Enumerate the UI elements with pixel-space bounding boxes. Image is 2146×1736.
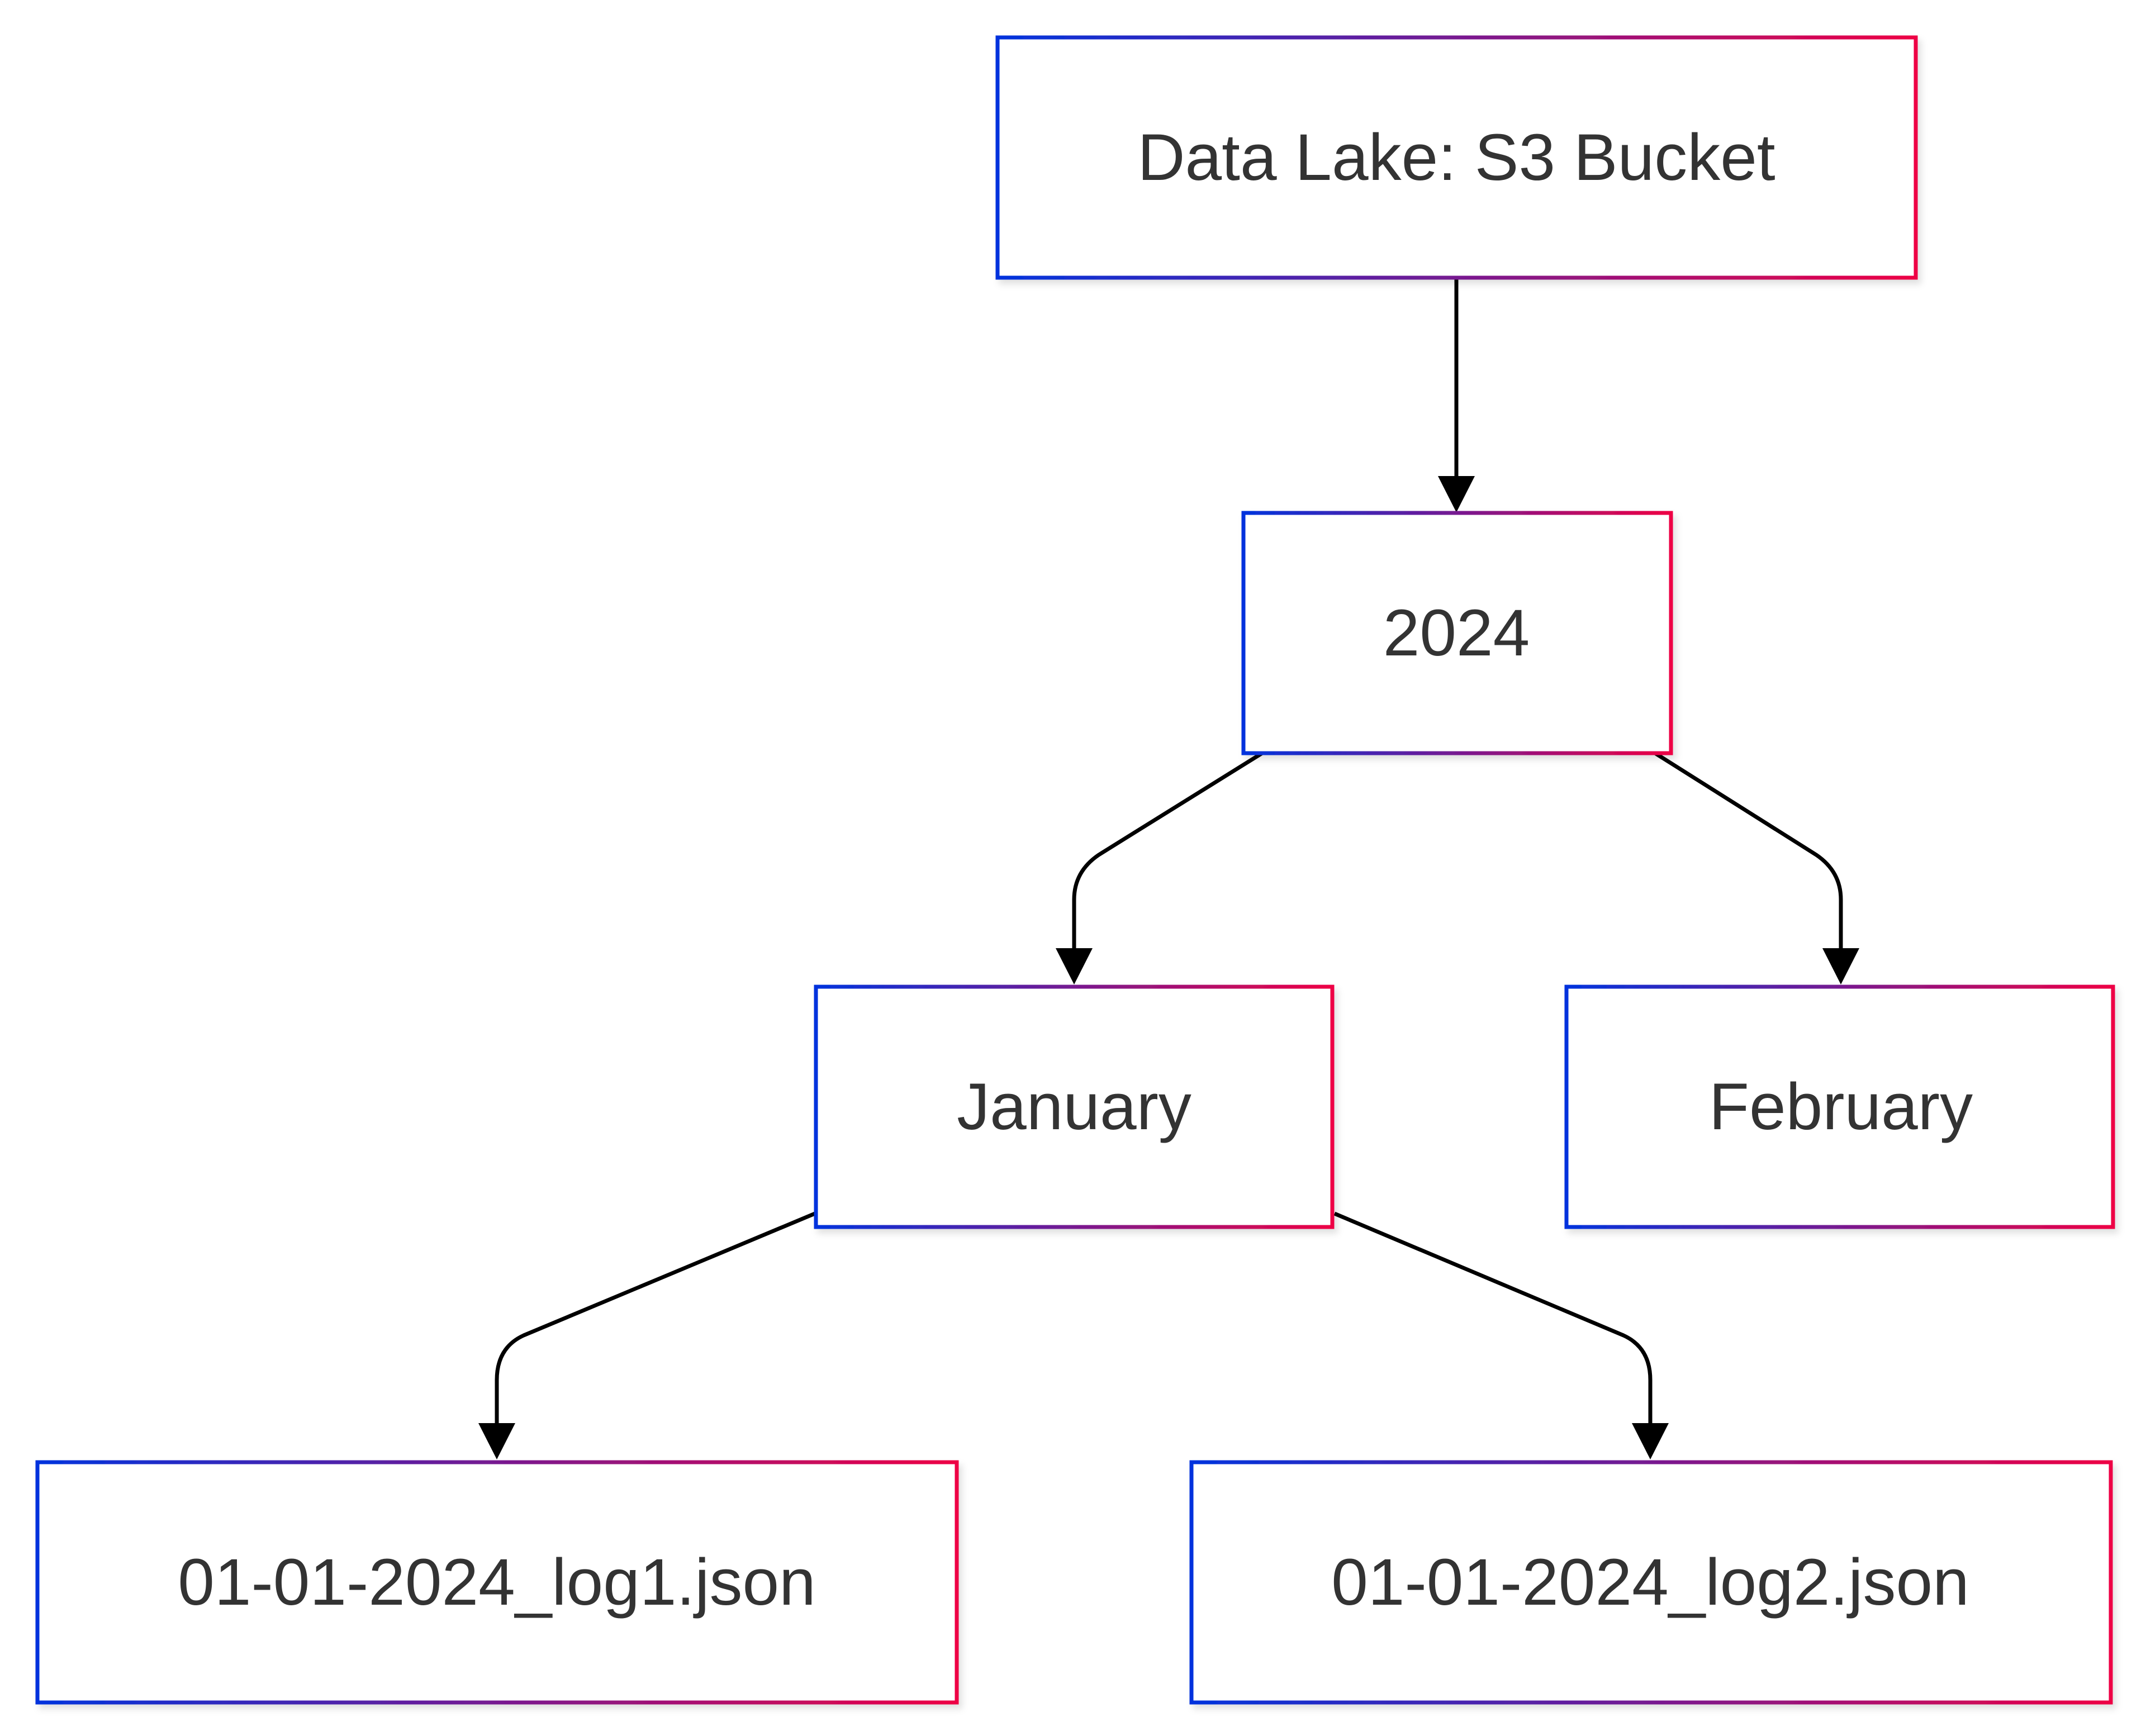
- arrowhead-january: [1056, 948, 1093, 984]
- arrowhead-log1: [478, 1423, 515, 1459]
- edges: [495, 279, 1843, 1425]
- node-label-february: February: [1709, 1070, 1973, 1144]
- node-log1[interactable]: 01-01-2024_log1.json: [35, 1460, 959, 1705]
- edge-2024-to-february: [1653, 751, 1843, 950]
- node-label-data-lake: Data Lake: S3 Bucket: [1137, 121, 1775, 194]
- node-data-lake[interactable]: Data Lake: S3 Bucket: [995, 35, 1918, 280]
- node-label-january: January: [957, 1070, 1191, 1144]
- arrowheads: [478, 476, 1859, 1459]
- edge-january-to-log2: [1333, 1211, 1653, 1425]
- node-2024[interactable]: 2024: [1241, 511, 1673, 755]
- node-label-2024: 2024: [1383, 596, 1530, 670]
- arrowhead-2024: [1438, 476, 1475, 512]
- edge-january-to-log1: [495, 1211, 816, 1425]
- arrowhead-log2: [1632, 1423, 1669, 1459]
- node-february[interactable]: February: [1564, 984, 2115, 1229]
- node-label-log2: 01-01-2024_log2.json: [1331, 1545, 1969, 1619]
- arrowhead-february: [1822, 948, 1859, 984]
- node-label-log1: 01-01-2024_log1.json: [178, 1545, 816, 1619]
- node-log2[interactable]: 01-01-2024_log2.json: [1189, 1460, 2113, 1705]
- node-january[interactable]: January: [814, 984, 1335, 1229]
- edge-2024-to-january: [1072, 751, 1264, 950]
